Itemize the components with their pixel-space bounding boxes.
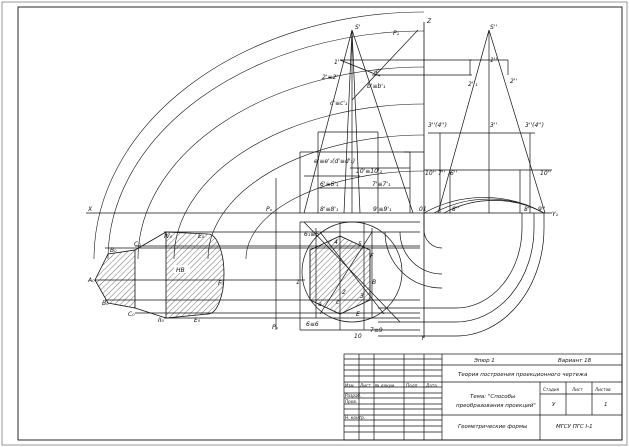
label-p1: P₁ — [393, 30, 400, 37]
label-z: Z — [426, 18, 432, 25]
label-7rr: 7'' — [438, 170, 445, 177]
label-c6: 6₁≡6 — [304, 231, 319, 238]
label-3s: 3'' — [490, 122, 497, 129]
label-a1: a' — [374, 68, 380, 75]
tb-variant-label: Вариант 18 — [558, 358, 592, 364]
inner-frame — [17, 6, 623, 441]
tb-sheets-label: Листов — [594, 387, 611, 392]
label-8p: 8'≡8'₁ — [320, 206, 339, 213]
point-labels: S' S'' P₁ Z X Y₁ Y Pₓ Pₒ 2'≡2' a' b'≡b'₁… — [87, 18, 559, 342]
label-c1: c'≡c'₁ — [330, 100, 348, 107]
label-px: Pₓ — [266, 206, 273, 213]
label-e0b: E₀ — [194, 317, 201, 324]
label-iv0: IV₀ — [164, 233, 173, 240]
label-c0: C₀ — [134, 241, 141, 248]
title-block-text: Эпюр 1 Вариант 18 Теория построения прое… — [345, 358, 611, 430]
label-10rr: 10'' — [425, 170, 436, 177]
label-nf: F — [370, 253, 374, 260]
tb-subject: Теория построения проекционного чертежа — [458, 372, 588, 378]
cone-front — [299, 29, 472, 214]
tb-row-razrab: Разраб. — [345, 393, 361, 398]
label-a0: A₀ — [87, 277, 95, 284]
tb-stage-label: Стадия — [543, 387, 560, 392]
tb-org: МГСУ ПГС I-1 — [556, 424, 593, 430]
label-c7: 7≡9 — [370, 327, 383, 334]
label-2top: 2'≡2' — [322, 74, 338, 81]
tb-course: Геометрические формы — [458, 424, 528, 430]
label-9p: 9'≡9'₁ — [373, 206, 392, 213]
label-b1: b'≡b'₁ — [367, 83, 386, 90]
label-n3: 3 — [360, 293, 364, 300]
title-block — [343, 353, 623, 441]
label-e1: e'≡e'₁(d'≡d'₁) — [314, 158, 355, 165]
label-ne: E — [356, 311, 360, 318]
tb-theme-1: Тема: "Способы — [470, 394, 516, 400]
label-8rrr: 8'' — [524, 206, 531, 213]
tb-theme-2: преобразования проекций" — [456, 403, 536, 409]
label-8rr: 8'' — [452, 206, 459, 213]
label-b0b: B₀ — [102, 300, 109, 307]
label-s2: S'' — [490, 24, 497, 31]
label-2rr: 2'' — [510, 78, 517, 85]
hb-label-box — [174, 265, 190, 273]
label-9rr: 9'' — [538, 206, 545, 213]
label-10rrr: 10'' — [540, 170, 551, 177]
label-nc: c — [336, 299, 340, 306]
label-f0: F₀ — [218, 280, 224, 287]
label-nb: B — [372, 279, 376, 286]
label-3-4a: 3''(4'') — [428, 122, 447, 129]
label-2rr1: 2''₁ — [468, 81, 478, 88]
label-n5: 5 — [358, 241, 362, 248]
tb-sheet-label: Эпюр 1 — [473, 358, 495, 364]
label-1prime: 1' — [334, 59, 340, 66]
label-y: Y — [421, 335, 426, 342]
label-1rr: 1'' — [490, 57, 497, 64]
true-size-section — [94, 231, 371, 319]
label-n1: 1 — [296, 279, 300, 286]
label-c6b: 6≡6 — [306, 321, 319, 328]
label-hb: HB — [176, 267, 185, 274]
label-01: 01 — [419, 206, 427, 213]
tb-sheets-value: 1 — [604, 402, 608, 408]
tb-row-prov: Пров. — [345, 399, 357, 404]
label-ii0: II₀ — [158, 317, 165, 324]
label-b0: B₀ — [110, 247, 117, 254]
label-y1: Y₁ — [552, 211, 559, 218]
label-e0: E₀ — [198, 233, 205, 240]
label-n2: 2 — [342, 289, 346, 296]
label-c10: 10 — [354, 333, 362, 340]
cone-profile — [404, 29, 552, 214]
transfer-arcs-right — [378, 197, 545, 337]
label-s1: S' — [355, 24, 361, 31]
label-6rr: 6'' — [450, 170, 457, 177]
tb-list-label: Лист — [571, 387, 583, 392]
label-x: X — [87, 206, 93, 213]
label-n4: 4 — [334, 239, 338, 246]
label-c0b: C₀ — [128, 311, 135, 318]
tb-col-date: Дата — [425, 383, 437, 388]
tb-stage-value: У — [552, 402, 556, 408]
label-po: Pₒ — [272, 324, 279, 331]
label-ne-small: e — [318, 301, 322, 308]
tb-col-list: Лист — [359, 383, 371, 388]
label-3-4b: 3''(4'') — [525, 122, 544, 129]
label-10p: 10'≡10'₁ — [356, 168, 383, 175]
label-7p: 7'≡7'₁ — [372, 181, 391, 188]
tb-col-sign: Подп. — [406, 383, 419, 388]
tb-col-doc: № докум. — [374, 383, 396, 388]
tb-row-nkontr: Н. контр. — [345, 415, 365, 420]
tb-col-izm: Изм. — [345, 383, 355, 388]
label-6p: 6'≡6'₁ — [320, 181, 339, 188]
